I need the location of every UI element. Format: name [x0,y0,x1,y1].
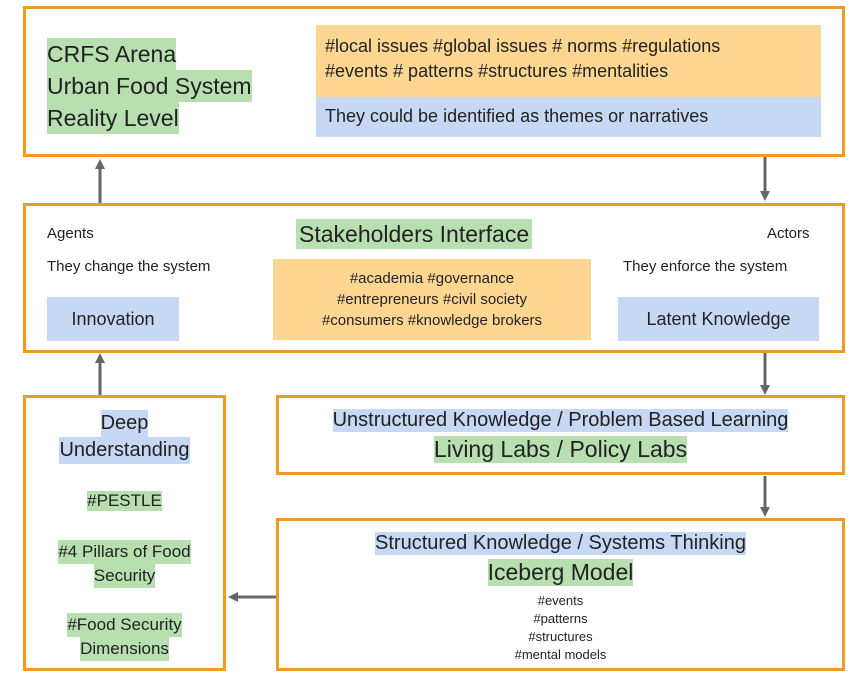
unstructured-knowledge-text: Unstructured Knowledge / Problem Based L… [332,409,789,432]
title-line-1: CRFS Arena [47,38,177,70]
title-line-3: Reality Level [47,102,179,134]
iceberg-item-structures: #structures [528,629,593,644]
title-line-2: Urban Food System [47,70,252,102]
issues-tags-line-2: #events # patterns #structures #mentalit… [325,61,669,81]
iceberg-title-wrap: Iceberg Model [279,559,842,586]
pillars-line-1: #4 Pillars of Food [58,540,191,564]
deep-understanding-line-2: Understanding [59,437,190,464]
stakeholder-tags-line-1: #academia #governance [349,270,515,287]
deep-understanding-line-1: Deep [100,410,149,437]
stakeholders-interface-box: Agents They change the system Innovation… [23,203,845,353]
pillars-tag: #4 Pillars of Food Security [26,540,223,588]
reality-level-box: CRFS Arena Urban Food System Reality Lev… [23,6,845,157]
themes-panel: They could be identified as themes or na… [316,97,821,137]
living-labs-text: Living Labs / Policy Labs [433,436,688,463]
deep-understanding-box: Deep Understanding #PESTLE #4 Pillars of… [23,395,226,671]
issues-tags-panel: #local issues #global issues # norms #re… [316,25,821,97]
iceberg-item-patterns: #patterns [533,611,588,626]
dimensions-line-1: #Food Security [67,613,182,637]
pillars-line-2: Security [93,564,156,588]
living-labs-box: Unstructured Knowledge / Problem Based L… [276,395,845,475]
issues-tags-line-1: #local issues #global issues # norms #re… [325,36,721,56]
reality-level-title: CRFS Arena Urban Food System Reality Lev… [47,38,252,134]
stakeholders-title: Stakeholders Interface [296,219,533,249]
actors-label: Actors [767,225,810,242]
pestle-tag: #PESTLE [26,491,223,511]
iceberg-item-events: #events [537,593,584,608]
actors-description: They enforce the system [623,258,788,275]
dimensions-line-2: Dimensions [80,637,169,661]
labs-line-2-wrap: Living Labs / Policy Labs [279,436,842,463]
iceberg-item-mental-models: #mental models [514,647,607,662]
agents-description: They change the system [47,258,211,275]
deep-understanding-title: Deep Understanding [26,410,223,464]
structured-knowledge-text: Structured Knowledge / Systems Thinking [375,532,746,555]
pestle-text: #PESTLE [87,491,162,511]
dimensions-tag: #Food Security Dimensions [26,613,223,661]
themes-text: They could be identified as themes or na… [325,106,709,126]
latent-knowledge-badge: Latent Knowledge [618,297,819,341]
agents-label: Agents [47,225,94,242]
latent-knowledge-label: Latent Knowledge [646,309,791,329]
innovation-badge: Innovation [47,297,179,341]
iceberg-model-title: Iceberg Model [487,559,634,586]
iceberg-line-1-wrap: Structured Knowledge / Systems Thinking [279,532,842,555]
iceberg-model-box: Structured Knowledge / Systems Thinking … [276,518,845,671]
stakeholder-tags-line-2: #entrepreneurs #civil society [336,291,528,308]
stakeholder-tags-panel: #academia #governance #entrepreneurs #ci… [273,259,591,340]
iceberg-items: #events #patterns #structures #mental mo… [279,592,842,664]
innovation-label: Innovation [71,309,155,329]
labs-line-1-wrap: Unstructured Knowledge / Problem Based L… [279,409,842,432]
stakeholder-tags-line-3: #consumers #knowledge brokers [321,312,543,329]
